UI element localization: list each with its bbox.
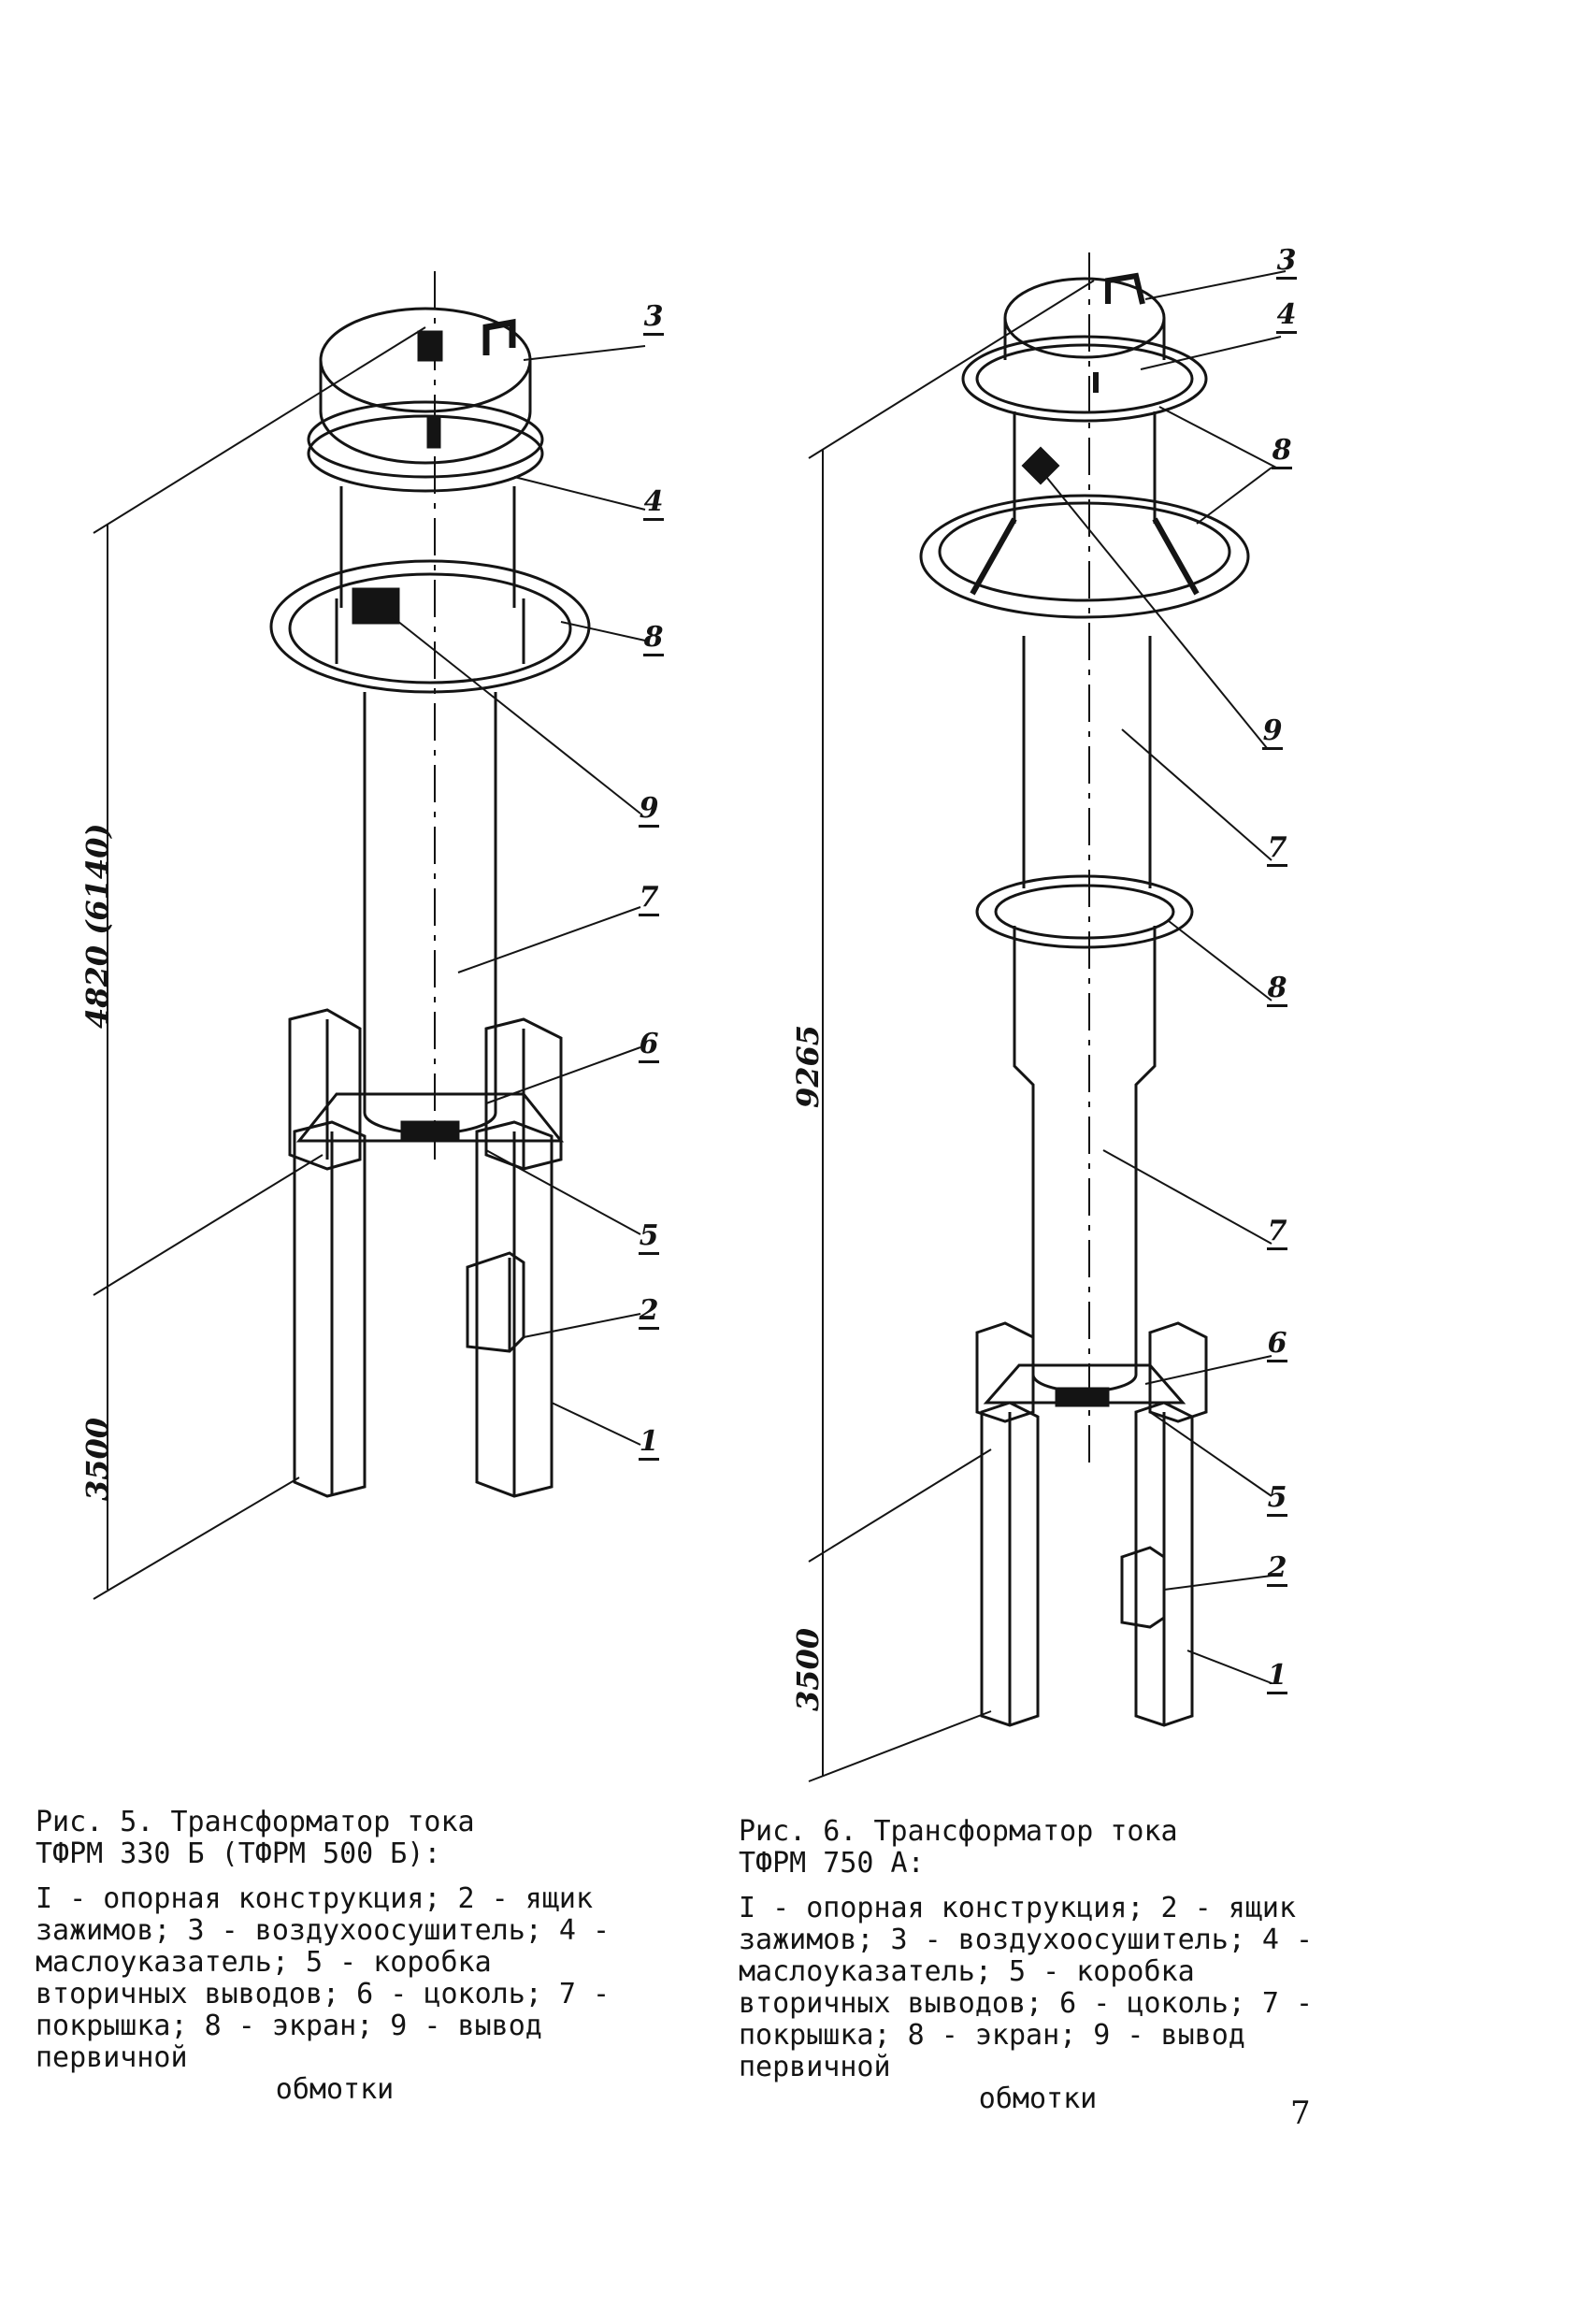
fig6-label-9: 9 <box>1262 715 1283 750</box>
fig6-caption-model: ТФРМ 750 А: <box>739 1847 925 1880</box>
fig6-label-3: 3 <box>1276 245 1297 280</box>
fig5-caption-legend: I - опорная конструкция; 2 - ящик зажимо… <box>36 1882 611 2074</box>
fig5-label-6: 6 <box>639 1029 659 1063</box>
fig5-label-3: 3 <box>643 301 664 336</box>
fig5-dimension-base: 3500 <box>79 1417 115 1501</box>
fig5-caption-tail: обмотки <box>275 2073 395 2106</box>
fig6-label-8-upper: 8 <box>1272 435 1292 469</box>
fig5-label-7: 7 <box>639 882 659 916</box>
fig5-caption: Рис. 5. Трансформатор тока ТФРМ 330 Б (Т… <box>36 1807 634 2106</box>
page-number: 7 <box>1290 2095 1311 2132</box>
fig5-caption-title: Рис. 5. Трансформатор тока <box>36 1806 475 1838</box>
fig6-label-6: 6 <box>1267 1328 1287 1362</box>
fig6-dimension-base: 3500 <box>790 1627 826 1711</box>
fig6-label-1: 1 <box>1267 1660 1287 1694</box>
fig6-caption: Рис. 6. Трансформатор тока ТФРМ 750 А: I… <box>739 1816 1337 2115</box>
fig6-label-8-lower: 8 <box>1267 973 1287 1007</box>
fig5-label-2: 2 <box>639 1295 659 1330</box>
fig5-caption-model: ТФРМ 330 Б (ТФРМ 500 Б): <box>36 1837 441 1870</box>
fig6-label-7-upper: 7 <box>1267 832 1287 867</box>
fig6-label-7-lower: 7 <box>1267 1216 1287 1250</box>
fig6-caption-legend: I - опорная конструкция; 2 - ящик зажимо… <box>739 1892 1314 2083</box>
fig6-dimension-total: 9265 <box>790 1024 826 1108</box>
figure5-drawing <box>93 271 646 1600</box>
fig6-label-2: 2 <box>1267 1552 1287 1587</box>
fig6-caption-title: Рис. 6. Трансформатор тока <box>739 1815 1178 1848</box>
fig5-label-4: 4 <box>643 486 664 521</box>
figure6-drawing <box>808 252 1287 1782</box>
fig6-label-4: 4 <box>1276 299 1297 334</box>
fig5-label-9: 9 <box>639 793 659 828</box>
fig6-label-5: 5 <box>1267 1482 1287 1517</box>
fig6-caption-tail: обмотки <box>978 2082 1098 2115</box>
fig5-dimension-total: 4820 (6140) <box>79 823 115 1029</box>
fig5-label-1: 1 <box>639 1426 659 1461</box>
fig5-label-8: 8 <box>643 622 664 656</box>
fig5-label-5: 5 <box>639 1220 659 1255</box>
